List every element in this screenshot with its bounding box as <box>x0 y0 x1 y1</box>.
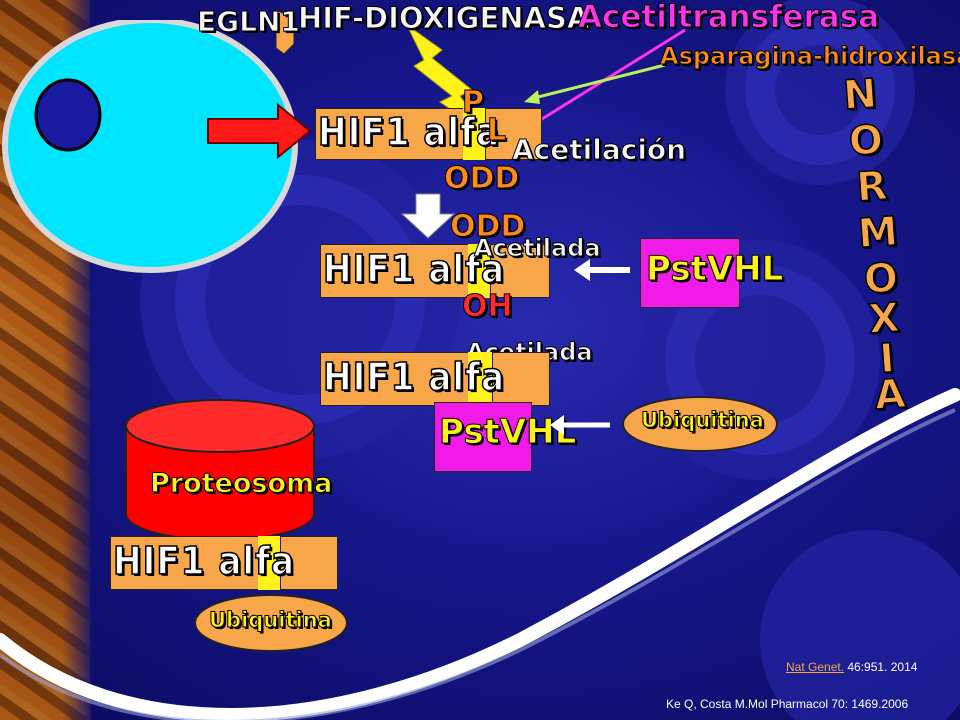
odd-segment-4 <box>258 536 280 590</box>
hif-tail-2 <box>490 244 550 298</box>
pstvhl-box-2 <box>434 402 532 472</box>
label-pstvhl-2: PstVHL <box>438 412 577 452</box>
ubiquitina-pill-1 <box>622 396 778 452</box>
label-ubiquitina-1: Ubiquitina <box>641 408 765 432</box>
hif-label-4: HIF1 alfa <box>112 539 296 583</box>
odd-segment-1 <box>463 108 485 160</box>
hif-block-2 <box>320 244 470 298</box>
label-ubiquitina-2: Ubiquitina <box>209 608 333 632</box>
swoosh-curve <box>0 388 960 720</box>
normoxia-letter-4: M <box>856 208 900 258</box>
normoxia-letter-8: A <box>872 370 908 420</box>
reference-nat-genet: Nat Genet. 46:951. 2014 <box>786 660 917 674</box>
normoxia-letter-3: R <box>854 162 889 212</box>
green-arrow-icon <box>524 63 666 104</box>
label-hif-dioxigenasa: HIF-DIOXIGENASA <box>297 1 590 35</box>
cell <box>2 20 298 273</box>
pstvhl-box-1 <box>640 238 740 308</box>
label-odd-1: ODD <box>443 161 520 196</box>
hif-block-3 <box>320 352 470 406</box>
hif-block-4 <box>110 536 260 590</box>
reference-ke: Ke Q, Costa M.Mol Pharmacol 70: 1469.200… <box>666 697 909 711</box>
left-arrow-icon <box>574 259 630 281</box>
proteosoma-cylinder <box>125 399 315 541</box>
label-odd-2: ODD <box>449 209 526 244</box>
hif-tail-4 <box>280 536 338 590</box>
hif-tail-1 <box>485 108 542 160</box>
label-p: P <box>462 85 485 120</box>
label-pstvhl-1: PstVHL <box>645 249 784 289</box>
label-proteosoma: Proteosoma <box>149 468 333 499</box>
label-acetiltransferasa: Acetiltransferasa <box>577 0 880 35</box>
odd-segment-3 <box>468 352 492 406</box>
down-arrow-icon <box>400 193 456 239</box>
hif-block-1 <box>315 108 465 160</box>
label-oh: OH <box>462 289 514 324</box>
label-egln1: EGLN1 <box>197 5 301 38</box>
red-arrow-icon <box>207 103 312 160</box>
left-arrow-icon <box>550 415 610 435</box>
label-asparagina: Asparagina-hidroxilasa <box>659 42 960 70</box>
pointer-icon <box>275 9 295 55</box>
hif-tail-3 <box>492 352 550 406</box>
label-acetilada-1: Acetilada <box>474 234 602 262</box>
normoxia-letter-1: N <box>841 70 879 120</box>
hif-label-1: HIF1 alfa <box>317 110 501 154</box>
nucleus <box>34 78 102 152</box>
nat-genet-link[interactable]: Nat Genet. <box>786 660 845 674</box>
ubiquitina-pill-2 <box>194 594 348 652</box>
label-l: L <box>486 113 507 148</box>
hif-label-2: HIF1 alfa <box>322 247 506 291</box>
hif-label-3: HIF1 alfa <box>322 355 506 399</box>
normoxia-letter-2: O <box>847 116 886 166</box>
nat-genet-details: 46:951. 2014 <box>844 660 918 674</box>
label-acetilacion: Acetilación <box>511 133 687 166</box>
odd-segment-2 <box>468 244 490 298</box>
